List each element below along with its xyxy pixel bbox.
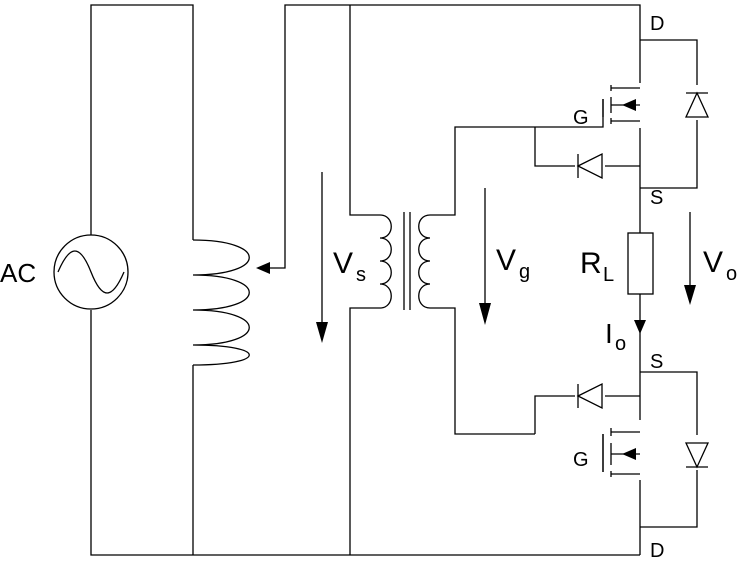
- top-source-label: S: [650, 187, 663, 209]
- bottom-drain-label: D: [650, 540, 664, 562]
- ac-label: AC: [0, 258, 36, 288]
- top-body-diode: [576, 152, 603, 180]
- io-label: I: [605, 318, 613, 349]
- vs-label: V: [333, 247, 353, 280]
- io-subscript: o: [615, 333, 626, 355]
- bottom-source-label: S: [650, 351, 663, 373]
- vs-subscript: s: [356, 264, 366, 286]
- ac-source-symbol: [53, 234, 129, 310]
- vo-label: V: [703, 246, 723, 279]
- variac-wiper-arrow: [256, 262, 270, 274]
- vg-subscript: g: [519, 261, 530, 283]
- bottom-body-diode: [576, 382, 603, 410]
- rl-subscript: L: [603, 264, 614, 286]
- vg-label: V: [496, 244, 516, 277]
- vo-subscript: o: [726, 263, 737, 285]
- load-resistor: [627, 232, 654, 295]
- vs-arrow: [316, 172, 328, 343]
- top-gate-label: G: [573, 107, 589, 129]
- gate-transformer: [379, 212, 431, 310]
- bottom-mosfet: [602, 428, 640, 477]
- rl-label: R: [580, 247, 602, 280]
- top-mosfet: [602, 85, 640, 124]
- vo-arrow: [684, 212, 696, 305]
- wiring: [90, 4, 698, 556]
- io-arrow: [634, 320, 646, 334]
- top-freewheel-diode: [684, 91, 710, 118]
- top-drain-label: D: [650, 13, 664, 35]
- bottom-gate-label: G: [573, 449, 589, 471]
- vg-arrow: [479, 188, 491, 325]
- variac-coil: [192, 239, 250, 366]
- bottom-freewheel-diode: [684, 442, 710, 469]
